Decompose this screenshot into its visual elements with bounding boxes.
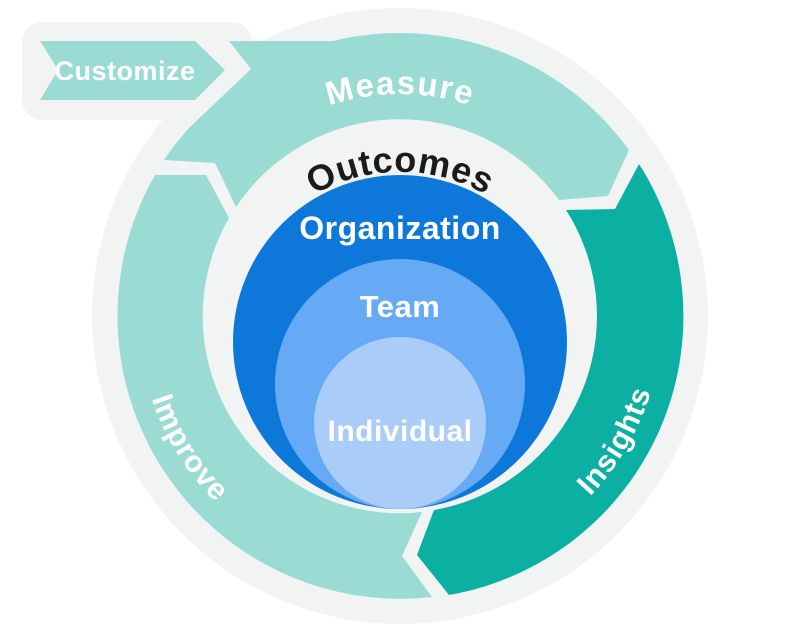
team-label-text: Team xyxy=(360,289,441,324)
customize-label: Customize xyxy=(54,56,195,86)
improve-arc xyxy=(117,175,432,599)
organization-label-text: Organization xyxy=(299,210,501,246)
individual-label-text: Individual xyxy=(327,415,472,448)
customize-label-text: Customize xyxy=(54,56,195,86)
insights-arc xyxy=(417,164,684,595)
team-label: Team xyxy=(360,289,441,324)
customize-banner xyxy=(40,41,225,100)
individual-label: Individual xyxy=(327,415,472,448)
organization-label: Organization xyxy=(299,210,501,246)
individual-circle xyxy=(314,337,486,509)
measure-arc xyxy=(164,33,629,207)
